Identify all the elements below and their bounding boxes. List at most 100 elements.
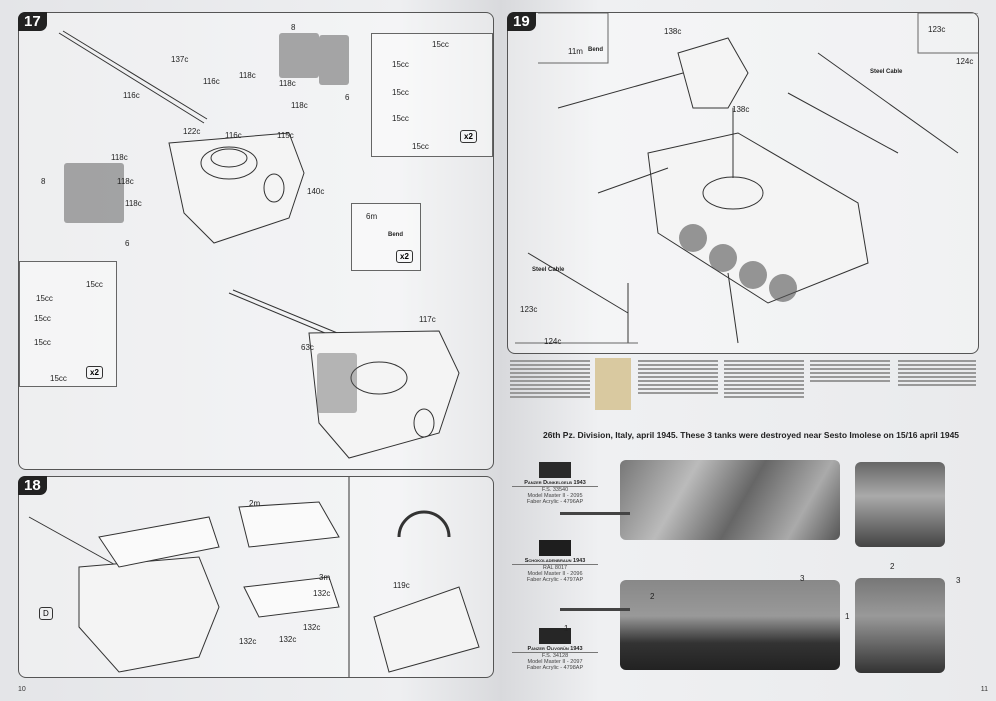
swatch-color [539, 462, 571, 478]
part-label: 6 [125, 239, 130, 248]
color-code: RAL 8017 [542, 565, 568, 571]
part-label: 6 [345, 93, 350, 102]
part-label: 118c [117, 177, 134, 186]
bend-note: Bend [588, 47, 603, 53]
color-name: Panzer Dunkelgelb 1943 [512, 480, 598, 487]
cable-label: Steel Cable [870, 69, 903, 75]
part-label: 140c [307, 187, 325, 196]
reference-marker: D [39, 607, 53, 620]
part-label: 15cc [34, 314, 51, 323]
instructions-text [810, 358, 890, 410]
instructions-text [724, 358, 804, 410]
part-label: 15cc [36, 294, 53, 303]
part-label: 6m [366, 212, 378, 221]
callout-number: 2 [650, 592, 655, 601]
callout-number: 1 [564, 624, 569, 633]
part-label: 15cc [392, 88, 409, 97]
callout-number: 3 [800, 574, 805, 583]
callout-number: 3 [956, 576, 961, 585]
instructions-text [638, 358, 718, 410]
color-faber: Faber Acrylic - 4798AP [526, 665, 584, 671]
part-label: 2m [249, 499, 261, 508]
step-18-panel: 18 2m 3m 132c 132c 132c 132c 119c D [18, 476, 494, 678]
right-page: 19 11m Bend 138c 138c 123c 124c 123c 124… [500, 0, 996, 701]
tank-side-view [620, 580, 840, 670]
part-label: 118c [125, 199, 142, 208]
part-label: 8 [291, 23, 296, 32]
instructions-text [898, 358, 976, 410]
part-label: 117c [419, 315, 436, 324]
part-label: 15cc [412, 142, 429, 151]
color-name: Panzer Olivgrün 1943 [512, 646, 598, 653]
part-label: 118c [291, 101, 308, 110]
track-link-inset-top: 15cc 15cc 15cc 15cc 15cc x2 [371, 33, 493, 157]
quantity-badge: x2 [460, 130, 477, 143]
decal-icon [595, 358, 631, 410]
quantity-badge: x2 [86, 366, 103, 379]
part-label: 138c [732, 105, 750, 114]
camouflage-heading: 26th Pz. Division, Italy, april 1945. Th… [542, 430, 960, 440]
part-label: 116c [225, 131, 242, 140]
track-link-inset-left: 15cc 15cc 15cc 15cc 15cc x2 [19, 261, 117, 387]
tank-rear-view [855, 578, 945, 673]
part-label: 116c [203, 77, 220, 86]
gun-barrel [560, 512, 630, 515]
part-label: 15cc [86, 280, 103, 289]
part-label: 123c [520, 305, 538, 314]
bend-note: Bend [388, 232, 403, 238]
gun-barrel [560, 608, 630, 611]
part-label: 138c [664, 27, 682, 36]
part-label: 137c [171, 55, 189, 64]
page-number: 10 [18, 686, 26, 693]
part-label: 15cc [392, 60, 409, 69]
color-name: Schokoladenbraun 1943 [512, 558, 598, 565]
part-label: 15cc [432, 40, 449, 49]
turret-assembly-drawing [58, 30, 460, 459]
part-label: 115c [277, 131, 294, 140]
part-label: 132c [303, 623, 321, 632]
color-code: F.S. 34128 [541, 653, 569, 659]
part-label: 118c [279, 79, 296, 88]
tank-top-view [620, 460, 840, 540]
step-number: 18 [18, 476, 47, 495]
hull-assembly-drawing [515, 13, 978, 344]
cable-label: Steel Cable [532, 267, 565, 273]
color-mm: Model Master II - 2096 [527, 571, 583, 577]
part-label: 15cc [50, 374, 67, 383]
color-mm: Model Master II - 2097 [527, 659, 583, 665]
page-number: 11 [980, 686, 988, 693]
part-label: 118c [239, 71, 256, 80]
step-number: 17 [18, 12, 47, 31]
part-label: 132c [279, 635, 297, 644]
part-label: 132c [313, 589, 331, 598]
part-label: 11m [568, 47, 583, 56]
quantity-badge: x2 [396, 250, 413, 263]
step-19-panel: 19 11m Bend 138c 138c 123c 124c 123c 124… [507, 12, 979, 354]
color-faber: Faber Acrylic - 4796AP [526, 499, 584, 505]
part-label: 132c [239, 637, 257, 646]
part-label: 122c [183, 127, 201, 136]
swatch-color [539, 540, 571, 556]
tank-front-view [855, 462, 945, 547]
bend-inset: 6m Bend x2 [351, 203, 421, 271]
part-label: 119c [393, 581, 410, 590]
callout-number: 1 [845, 612, 850, 621]
part-label: 63c [301, 343, 314, 352]
part-label: 3m [319, 573, 331, 582]
color-code: F.S. 33540 [541, 487, 569, 493]
part-label: 15cc [34, 338, 51, 347]
callout-number: 2 [890, 562, 895, 571]
color-faber: Faber Acrylic - 4797AP [526, 577, 584, 583]
color-mm: Model Master II - 2095 [527, 493, 583, 499]
part-label: 124c [544, 337, 562, 346]
instructions-text [510, 358, 590, 410]
part-label: 124c [956, 57, 974, 66]
swatch-color [539, 628, 571, 644]
part-label: 8 [41, 177, 46, 186]
step-17-panel: 17 137c 116c 116c 118c 118c 118c 122c 11… [18, 12, 494, 470]
part-label: 116c [123, 91, 140, 100]
part-label: 118c [111, 153, 128, 162]
